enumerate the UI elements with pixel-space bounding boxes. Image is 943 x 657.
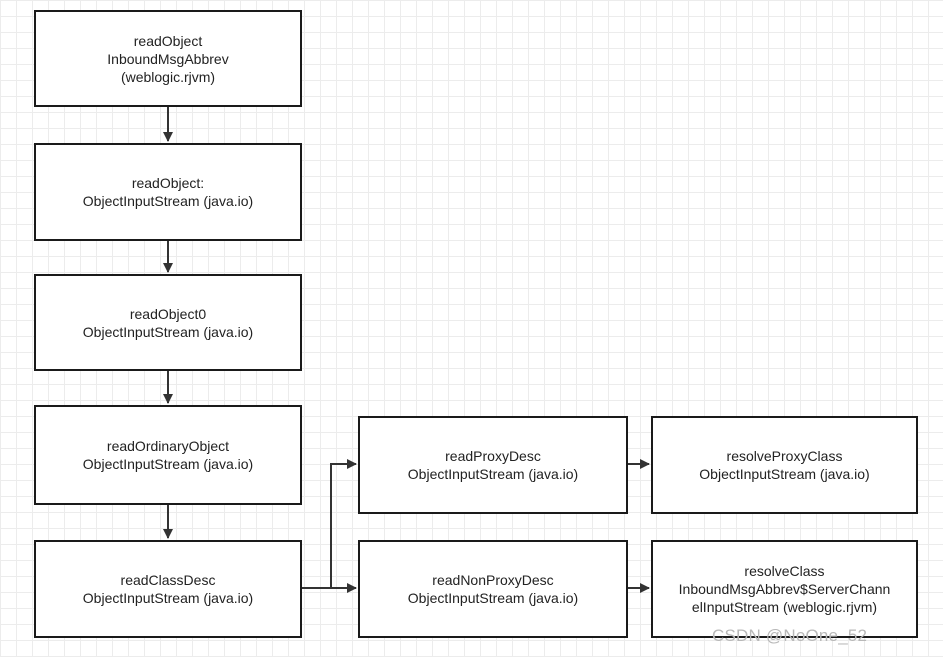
node-line: ObjectInputStream (java.io) <box>82 590 254 606</box>
node-line: ObjectInputStream (java.io) <box>699 466 870 482</box>
node-line: resolveProxyClass <box>726 448 843 464</box>
node-readobject-rjvm: readObject InboundMsgAbbrev (weblogic.rj… <box>34 10 302 107</box>
node-readordinaryobject: readOrdinaryObject ObjectInputStream (ja… <box>34 405 302 505</box>
node-readproxydesc: readProxyDesc ObjectInputStream (java.io… <box>358 416 628 514</box>
node-line: readProxyDesc <box>445 448 541 464</box>
arrow-readclassdesc-to-readproxydesc <box>301 459 357 589</box>
node-line: readObject: <box>131 175 205 191</box>
node-line: ObjectInputStream (java.io) <box>82 193 254 209</box>
node-line: readNonProxyDesc <box>432 572 554 588</box>
node-line: InboundMsgAbbrev$ServerChann <box>678 581 891 597</box>
watermark-text: CSDN @NoOne_52 <box>712 626 868 645</box>
node-readnonproxydesc: readNonProxyDesc ObjectInputStream (java… <box>358 540 628 638</box>
node-line: elInputStream (weblogic.rjvm) <box>691 599 878 615</box>
node-line: ObjectInputStream (java.io) <box>407 590 579 606</box>
node-line: readObject <box>133 32 203 49</box>
node-line: readObject0 <box>129 305 207 322</box>
node-line: ObjectInputStream (java.io) <box>82 456 254 472</box>
node-line: InboundMsgAbbrev <box>107 50 229 67</box>
node-line: readOrdinaryObject <box>106 438 230 454</box>
node-line: readClassDesc <box>120 572 216 588</box>
node-line: resolveClass <box>744 563 825 579</box>
node-resolveproxyclass: resolveProxyClass ObjectInputStream (jav… <box>651 416 918 514</box>
node-readobject-ois: readObject: ObjectInputStream (java.io) <box>34 143 302 241</box>
node-readclassdesc: readClassDesc ObjectInputStream (java.io… <box>34 540 302 638</box>
node-line: ObjectInputStream (java.io) <box>407 466 579 482</box>
node-readobject0: readObject0 ObjectInputStream (java.io) <box>34 274 302 371</box>
node-line: ObjectInputStream (java.io) <box>82 323 254 340</box>
node-resolveclass: resolveClass InboundMsgAbbrev$ServerChan… <box>651 540 918 638</box>
node-line: (weblogic.rjvm) <box>120 68 216 85</box>
